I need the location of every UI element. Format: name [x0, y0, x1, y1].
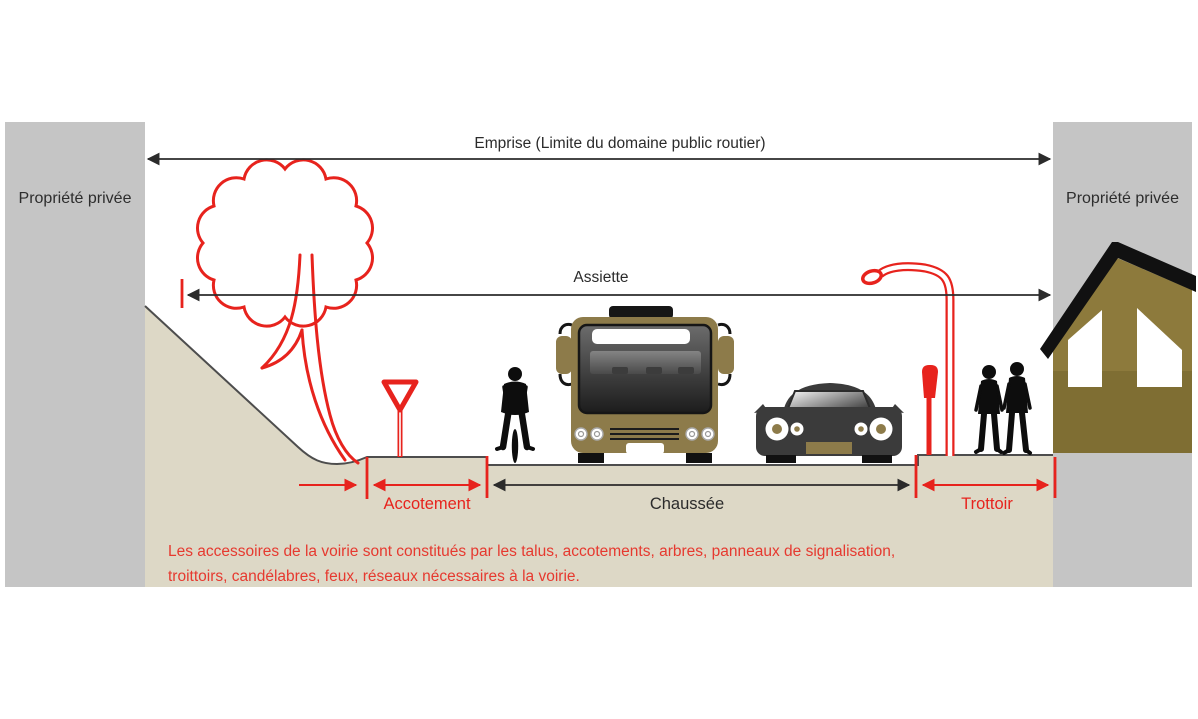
chaussee-label: Chaussée: [649, 495, 725, 513]
house-icon: [1040, 242, 1196, 453]
accotement-label: Accotement: [383, 495, 471, 513]
pedestrians-icon: [974, 362, 1032, 455]
caption-line-1: Les accessoires de la voirie sont consti…: [168, 543, 896, 560]
bus-icon: [556, 306, 734, 463]
cyclist-icon: [495, 367, 535, 463]
emprise-label: Emprise (Limite du domaine public routie…: [474, 135, 766, 152]
left-private-property-block: [5, 122, 145, 587]
accessories-caption: Les accessoires de la voirie sont consti…: [168, 539, 968, 589]
ground-profile: [144, 305, 1053, 587]
car-icon: [754, 383, 904, 463]
caption-line-2: troittoirs, candélabres, feux, réseaux n…: [168, 568, 580, 585]
parking-meter-icon: [922, 365, 938, 455]
right-property-label: Propriété privée: [1066, 190, 1179, 207]
boundary-ticks: [180, 279, 1057, 499]
yield-sign-icon: [381, 379, 419, 457]
assiette-label: Assiette: [573, 269, 629, 286]
left-property-label: Propriété privée: [18, 190, 132, 207]
trottoir-label: Trottoir: [961, 495, 1013, 513]
